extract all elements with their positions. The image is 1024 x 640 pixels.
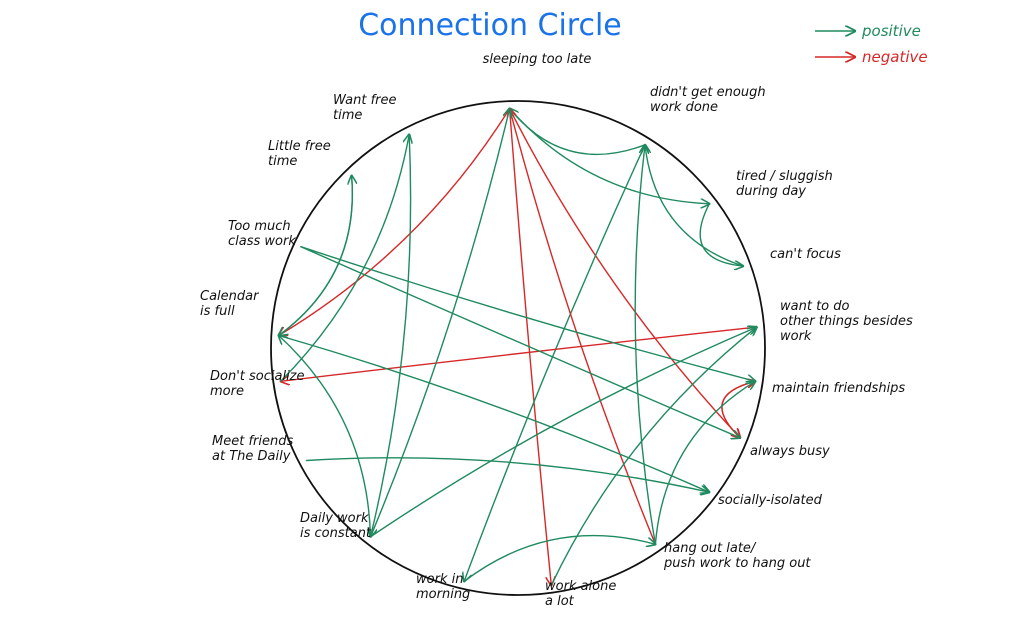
edge-positive-daily_constant-to-calendar — [279, 336, 372, 538]
edge-negative-hang_out-to-sleeping — [510, 109, 657, 545]
legend: positive negative — [815, 22, 928, 66]
edge-positive-daily_constant-to-other_things — [369, 327, 757, 538]
edge-positive-class_work-to-friendships — [300, 246, 755, 382]
edge-negative-sleeping-to-calendar — [279, 107, 511, 336]
edge-positive-hang_out-to-friendships — [654, 381, 755, 545]
legend-positive-label: positive — [861, 22, 921, 40]
edge-positive-daily_constant-to-sleeping — [369, 109, 510, 538]
diagram-title: Connection Circle — [358, 8, 622, 43]
edge-positive-focus-to-work_done — [645, 145, 744, 267]
connection-circle-ring — [270, 100, 766, 596]
edge-positive-calendar-to-isolated — [278, 334, 710, 493]
edge-negative-other_things-to-socialize — [281, 326, 758, 381]
node-label-hang-out: hang out late/push work to hang out — [663, 541, 811, 571]
edge-positive-alone-to-other_things — [550, 327, 756, 586]
node-label-isolated: socially-isolated — [718, 493, 823, 508]
legend-negative: negative — [815, 48, 928, 66]
edge-positive-morning-to-hang_out — [463, 534, 655, 583]
edge-positive-class_work-to-busy — [300, 246, 740, 438]
edges-layer — [279, 109, 757, 586]
legend-negative-label: negative — [862, 48, 928, 66]
edge-positive-little_free-to-calendar — [279, 175, 354, 336]
edge-positive-hang_out-to-work_done — [634, 145, 657, 545]
edge-negative-sleeping-to-busy — [508, 107, 740, 438]
node-label-sleeping: sleeping too late — [483, 52, 592, 67]
edge-positive-work_done-to-morning — [464, 144, 646, 582]
legend-positive: positive — [815, 22, 921, 40]
edge-positive-work_done-to-sleeping — [510, 109, 646, 156]
node-label-busy: always busy — [750, 444, 830, 459]
edge-negative-busy-to-friendships — [721, 381, 755, 439]
node-label-friendships: maintain friendships — [772, 381, 905, 396]
edge-positive-want_free-to-daily_constant — [371, 133, 412, 537]
edge-positive-meet_daily-to-isolated — [305, 457, 710, 492]
edge-positive-sleeping-to-tired — [508, 107, 710, 204]
node-label-focus: can't focus — [770, 247, 841, 262]
